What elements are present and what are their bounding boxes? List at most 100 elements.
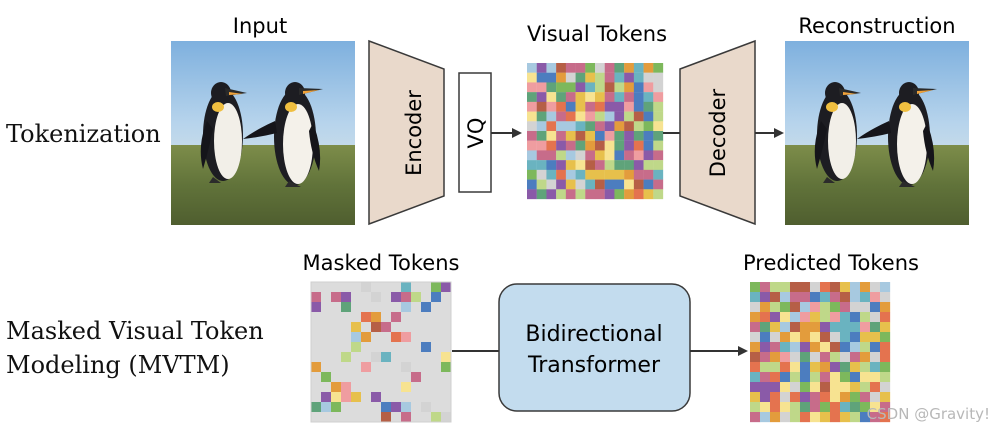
token-cell [840, 292, 851, 303]
token-cell [431, 292, 442, 303]
token-cell [351, 332, 362, 343]
token-cell [624, 189, 634, 200]
token-cell [860, 352, 871, 363]
token-cell [770, 292, 781, 303]
token-cell [870, 312, 881, 323]
token-cell [585, 63, 596, 73]
token-cell [653, 160, 664, 170]
token-cell [575, 121, 586, 132]
token-cell [810, 322, 821, 333]
token-cell [790, 372, 801, 383]
token-cell [614, 179, 625, 190]
token-cell [830, 282, 841, 293]
token-cell [391, 372, 402, 383]
token-cell [643, 179, 654, 190]
token-cell [800, 412, 811, 423]
token-cell [604, 82, 615, 93]
token-cell [321, 312, 332, 323]
token-cell [750, 282, 761, 293]
token-cell [770, 302, 781, 313]
token-cell [870, 352, 881, 363]
token-cell [371, 332, 382, 343]
token-cell [585, 169, 596, 180]
token-cell [624, 179, 634, 190]
token-cell [401, 352, 412, 363]
token-cell [653, 111, 664, 122]
token-cell [595, 111, 605, 122]
token-cell [790, 342, 801, 353]
row-label-mvtm-line2: Modeling (MVTM) [6, 351, 230, 379]
token-cell [585, 131, 596, 141]
token-cell [840, 362, 851, 373]
token-cell [840, 412, 851, 423]
token-cell [311, 372, 322, 383]
token-cell [624, 169, 634, 180]
token-cell [653, 179, 664, 190]
token-cell [431, 352, 442, 363]
watermark: CSDN @Gravity! [867, 405, 990, 423]
token-cell [770, 412, 781, 423]
token-cell [780, 282, 791, 293]
token-cell [760, 402, 771, 413]
token-cell [633, 131, 644, 141]
token-cell [800, 322, 811, 333]
token-cell [585, 72, 596, 83]
token-cell [604, 189, 615, 200]
token-cell [556, 72, 566, 83]
token-cell [441, 322, 452, 333]
token-cell [565, 189, 576, 200]
token-cell [371, 322, 382, 333]
token-cell [810, 362, 821, 373]
token-cell [770, 352, 781, 363]
token-cell [624, 150, 634, 161]
token-cell [840, 312, 851, 323]
token-cell [800, 302, 811, 313]
input-image [171, 41, 355, 225]
token-cell [351, 412, 362, 423]
token-cell [643, 150, 654, 161]
token-cell [441, 282, 452, 293]
token-cell [820, 312, 831, 323]
token-cell [546, 189, 557, 200]
token-cell [411, 332, 422, 343]
token-cell [750, 312, 761, 323]
token-cell [780, 292, 791, 303]
token-cell [653, 63, 664, 73]
token-cell [840, 282, 851, 293]
token-cell [431, 332, 442, 343]
token-cell [880, 412, 891, 423]
token-cell [830, 352, 841, 363]
token-cell [431, 412, 442, 423]
token-cell [653, 101, 664, 112]
token-cell [441, 332, 452, 343]
token-cell [760, 362, 771, 373]
token-cell [381, 392, 392, 403]
token-cell [321, 362, 332, 373]
token-cell [643, 121, 654, 132]
token-cell [820, 402, 831, 413]
token-cell [860, 282, 871, 293]
token-cell [421, 412, 432, 423]
token-cell [421, 382, 432, 393]
token-cell [624, 82, 634, 93]
token-cell [595, 179, 605, 190]
token-cell [391, 292, 402, 303]
token-cell [431, 282, 442, 293]
token-cell [536, 131, 547, 141]
token-cell [575, 131, 586, 141]
token-cell [341, 412, 352, 423]
label-masked-tokens: Masked Tokens [303, 251, 460, 275]
token-cell [311, 282, 322, 293]
token-cell [536, 160, 547, 170]
encoder-block [368, 39, 445, 226]
token-cell [790, 302, 801, 313]
token-cell [401, 292, 412, 303]
token-cell [604, 160, 615, 170]
token-cell [633, 63, 644, 73]
token-cell [441, 382, 452, 393]
token-cell [311, 402, 322, 413]
token-cell [556, 150, 566, 161]
token-cell [840, 322, 851, 333]
token-cell [810, 372, 821, 383]
token-cell [341, 342, 352, 353]
